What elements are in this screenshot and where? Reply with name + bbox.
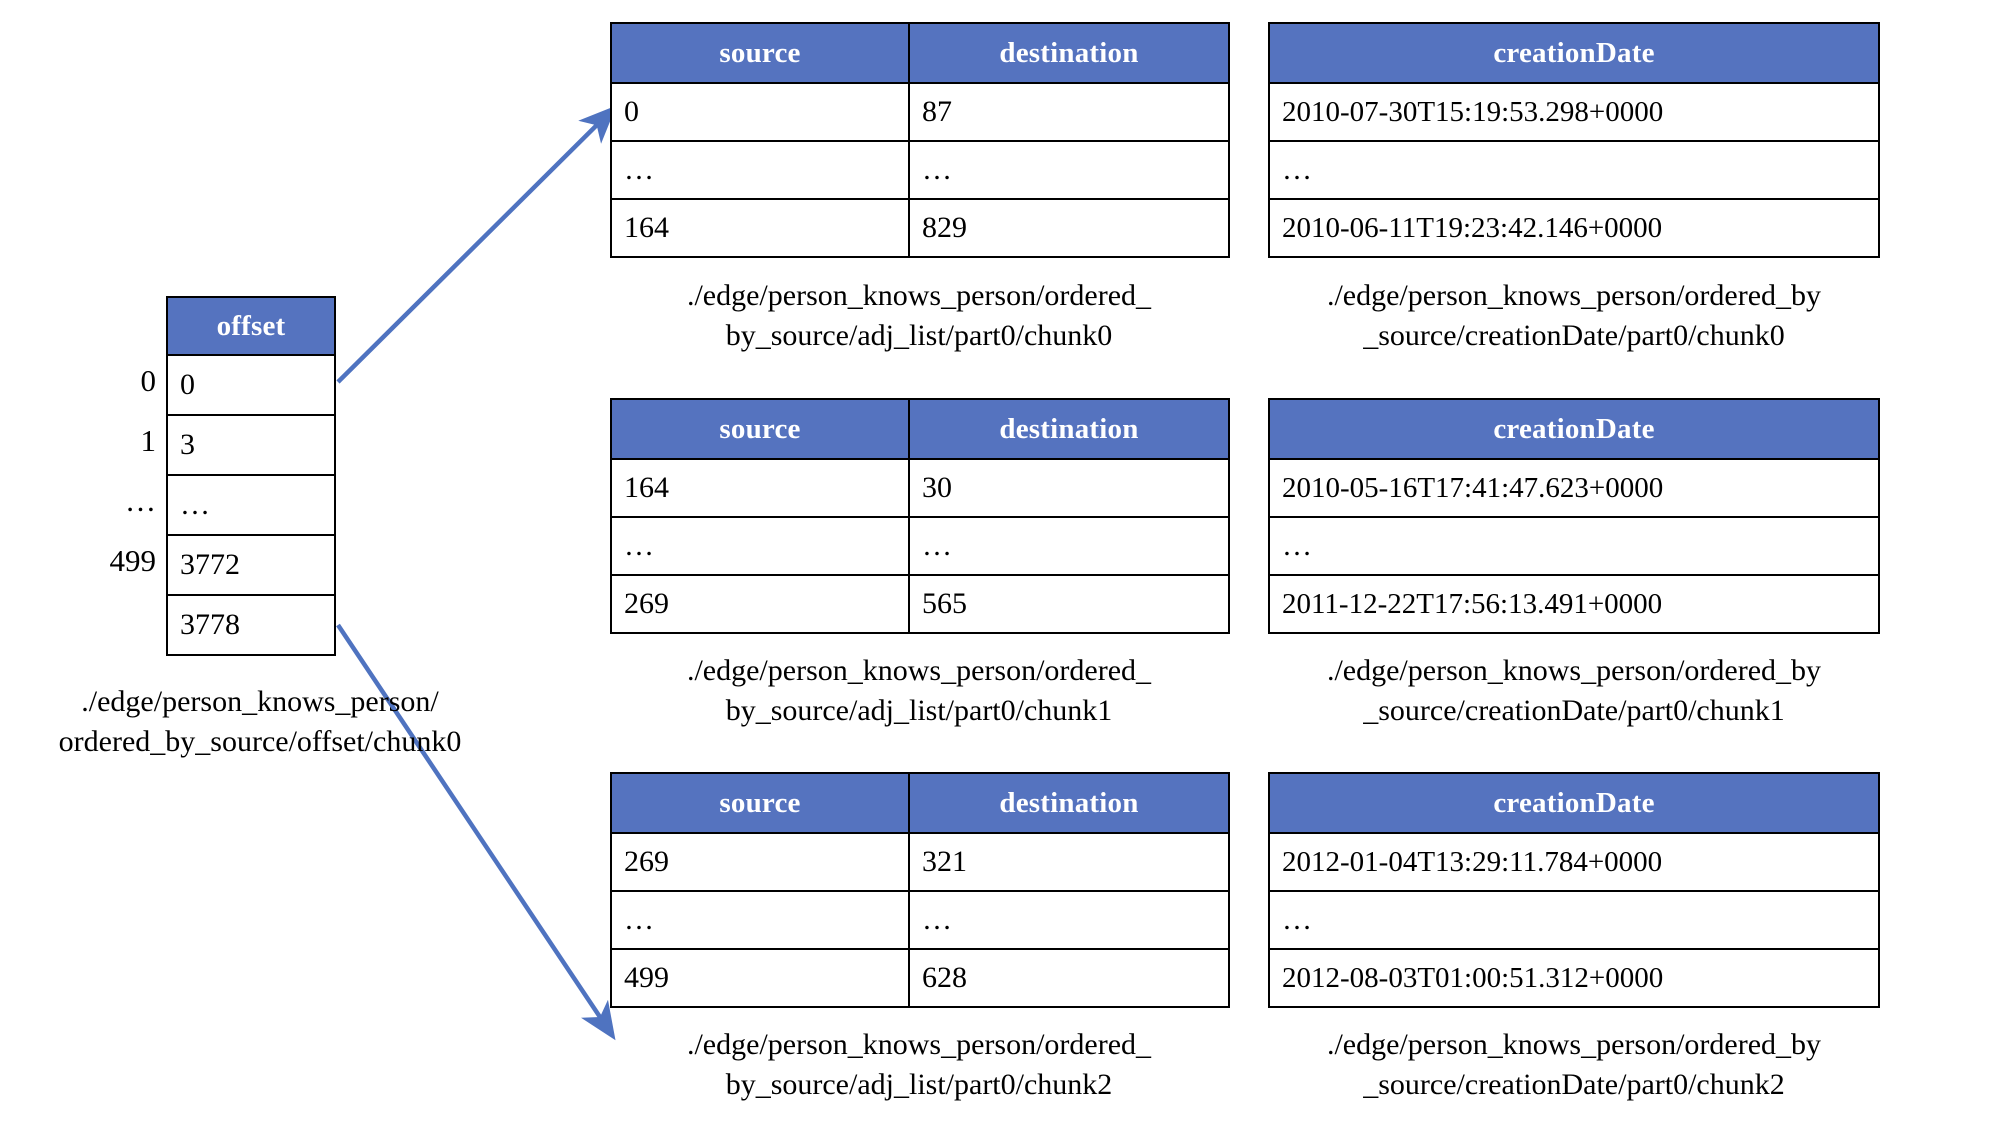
destination-cell: 565	[908, 574, 1230, 634]
table-row[interactable]: 2012-08-03T01:00:51.312+0000	[1268, 948, 1880, 1008]
adj-list-caption-chunk2: ./edge/person_knows_person/ordered_ by_s…	[686, 1028, 1152, 1101]
creation-date-cell: 2010-07-30T15:19:53.298+0000	[1268, 82, 1880, 142]
table-row[interactable]: 3778	[166, 594, 336, 656]
creation-date-table-chunk0[interactable]: creationDate 2010-07-30T15:19:53.298+000…	[1268, 22, 1880, 258]
table-row[interactable]: 2010-06-11T19:23:42.146+0000	[1268, 198, 1880, 258]
table-row[interactable]: … …	[610, 890, 1230, 950]
creation-date-column-header: creationDate	[1268, 398, 1880, 460]
destination-cell: 87	[908, 82, 1230, 142]
destination-cell: 30	[908, 458, 1230, 518]
offset-index-label-0: 0	[140, 363, 157, 398]
offset-value-0: 0	[166, 354, 336, 416]
table-row[interactable]: 499 628	[610, 948, 1230, 1008]
creation-date-cell: 2011-12-22T17:56:13.491+0000	[1268, 574, 1880, 634]
source-column-header: source	[610, 22, 910, 84]
creation-date-cell: 2012-01-04T13:29:11.784+0000	[1268, 832, 1880, 892]
creation-date-header-row-chunk2: creationDate	[1268, 772, 1880, 834]
table-row[interactable]: 2010-07-30T15:19:53.298+0000	[1268, 82, 1880, 142]
table-row[interactable]: 164 829	[610, 198, 1230, 258]
table-row[interactable]: 2011-12-22T17:56:13.491+0000	[1268, 574, 1880, 634]
offset-table-header-row: offset	[166, 296, 336, 356]
offset-table-caption: ./edge/person_knows_person/ ordered_by_s…	[58, 685, 462, 758]
creation-date-cell: …	[1268, 140, 1880, 200]
source-cell: 164	[610, 198, 910, 258]
table-row[interactable]: 0	[166, 354, 336, 416]
creation-date-column-header: creationDate	[1268, 22, 1880, 84]
table-row[interactable]: 269 321	[610, 832, 1230, 892]
destination-cell: 321	[908, 832, 1230, 892]
creation-date-column-header: creationDate	[1268, 772, 1880, 834]
offset-table[interactable]: offset 0 3 … 3772 3778	[166, 296, 336, 656]
creation-date-table-chunk2[interactable]: creationDate 2012-01-04T13:29:11.784+000…	[1268, 772, 1880, 1008]
table-row[interactable]: 0 87	[610, 82, 1230, 142]
creation-date-cell: …	[1268, 516, 1880, 576]
table-row[interactable]: 269 565	[610, 574, 1230, 634]
destination-cell: 628	[908, 948, 1230, 1008]
source-cell: 499	[610, 948, 910, 1008]
table-row[interactable]: 3	[166, 414, 336, 476]
table-row[interactable]: 2012-01-04T13:29:11.784+0000	[1268, 832, 1880, 892]
creation-date-caption-chunk0: ./edge/person_knows_person/ordered_by _s…	[1326, 279, 1822, 352]
adj-list-header-row-chunk0: source destination	[610, 22, 1230, 84]
source-cell: …	[610, 890, 910, 950]
offset-column-header: offset	[166, 296, 336, 356]
offset-index-label-2: …	[125, 483, 156, 518]
source-cell: …	[610, 516, 910, 576]
offset-value-2: …	[166, 474, 336, 536]
table-row[interactable]: …	[1268, 140, 1880, 200]
table-row[interactable]: 2010-05-16T17:41:47.623+0000	[1268, 458, 1880, 518]
source-column-header: source	[610, 772, 910, 834]
destination-column-header: destination	[908, 22, 1230, 84]
table-row[interactable]: …	[166, 474, 336, 536]
creation-date-cell: 2012-08-03T01:00:51.312+0000	[1268, 948, 1880, 1008]
offset-value-4: 3778	[166, 594, 336, 656]
creation-date-header-row-chunk0: creationDate	[1268, 22, 1880, 84]
adj-list-header-row-chunk2: source destination	[610, 772, 1230, 834]
table-row[interactable]: …	[1268, 516, 1880, 576]
creation-date-table-chunk1[interactable]: creationDate 2010-05-16T17:41:47.623+000…	[1268, 398, 1880, 634]
creation-date-cell: …	[1268, 890, 1880, 950]
source-cell: 164	[610, 458, 910, 518]
offset-index-label-3: 499	[109, 543, 157, 578]
offset-index-label-1: 1	[140, 423, 157, 458]
destination-cell: …	[908, 140, 1230, 200]
adj-list-caption-chunk1: ./edge/person_knows_person/ordered_ by_s…	[686, 654, 1152, 727]
source-cell: 0	[610, 82, 910, 142]
creation-date-header-row-chunk1: creationDate	[1268, 398, 1880, 460]
table-row[interactable]: … …	[610, 516, 1230, 576]
table-row[interactable]: … …	[610, 140, 1230, 200]
table-row[interactable]: …	[1268, 890, 1880, 950]
creation-date-caption-chunk2: ./edge/person_knows_person/ordered_by _s…	[1326, 1028, 1822, 1101]
destination-cell: 829	[908, 198, 1230, 258]
adj-list-table-chunk2[interactable]: source destination 269 321 … … 499 628	[610, 772, 1230, 1008]
source-column-header: source	[610, 398, 910, 460]
adj-list-table-chunk0[interactable]: source destination 0 87 … … 164 829	[610, 22, 1230, 258]
adj-list-table-chunk1[interactable]: source destination 164 30 … … 269 565	[610, 398, 1230, 634]
source-cell: 269	[610, 574, 910, 634]
source-cell: …	[610, 140, 910, 200]
creation-date-cell: 2010-05-16T17:41:47.623+0000	[1268, 458, 1880, 518]
destination-cell: …	[908, 516, 1230, 576]
destination-column-header: destination	[908, 772, 1230, 834]
destination-cell: …	[908, 890, 1230, 950]
offset-value-1: 3	[166, 414, 336, 476]
table-row[interactable]: 3772	[166, 534, 336, 596]
table-row[interactable]: 164 30	[610, 458, 1230, 518]
creation-date-caption-chunk1: ./edge/person_knows_person/ordered_by _s…	[1326, 654, 1822, 727]
source-cell: 269	[610, 832, 910, 892]
adj-list-header-row-chunk1: source destination	[610, 398, 1230, 460]
arrow-offset-to-chunk0	[336, 105, 617, 384]
destination-column-header: destination	[908, 398, 1230, 460]
adj-list-caption-chunk0: ./edge/person_knows_person/ordered_ by_s…	[686, 279, 1152, 352]
creation-date-cell: 2010-06-11T19:23:42.146+0000	[1268, 198, 1880, 258]
offset-value-3: 3772	[166, 534, 336, 596]
